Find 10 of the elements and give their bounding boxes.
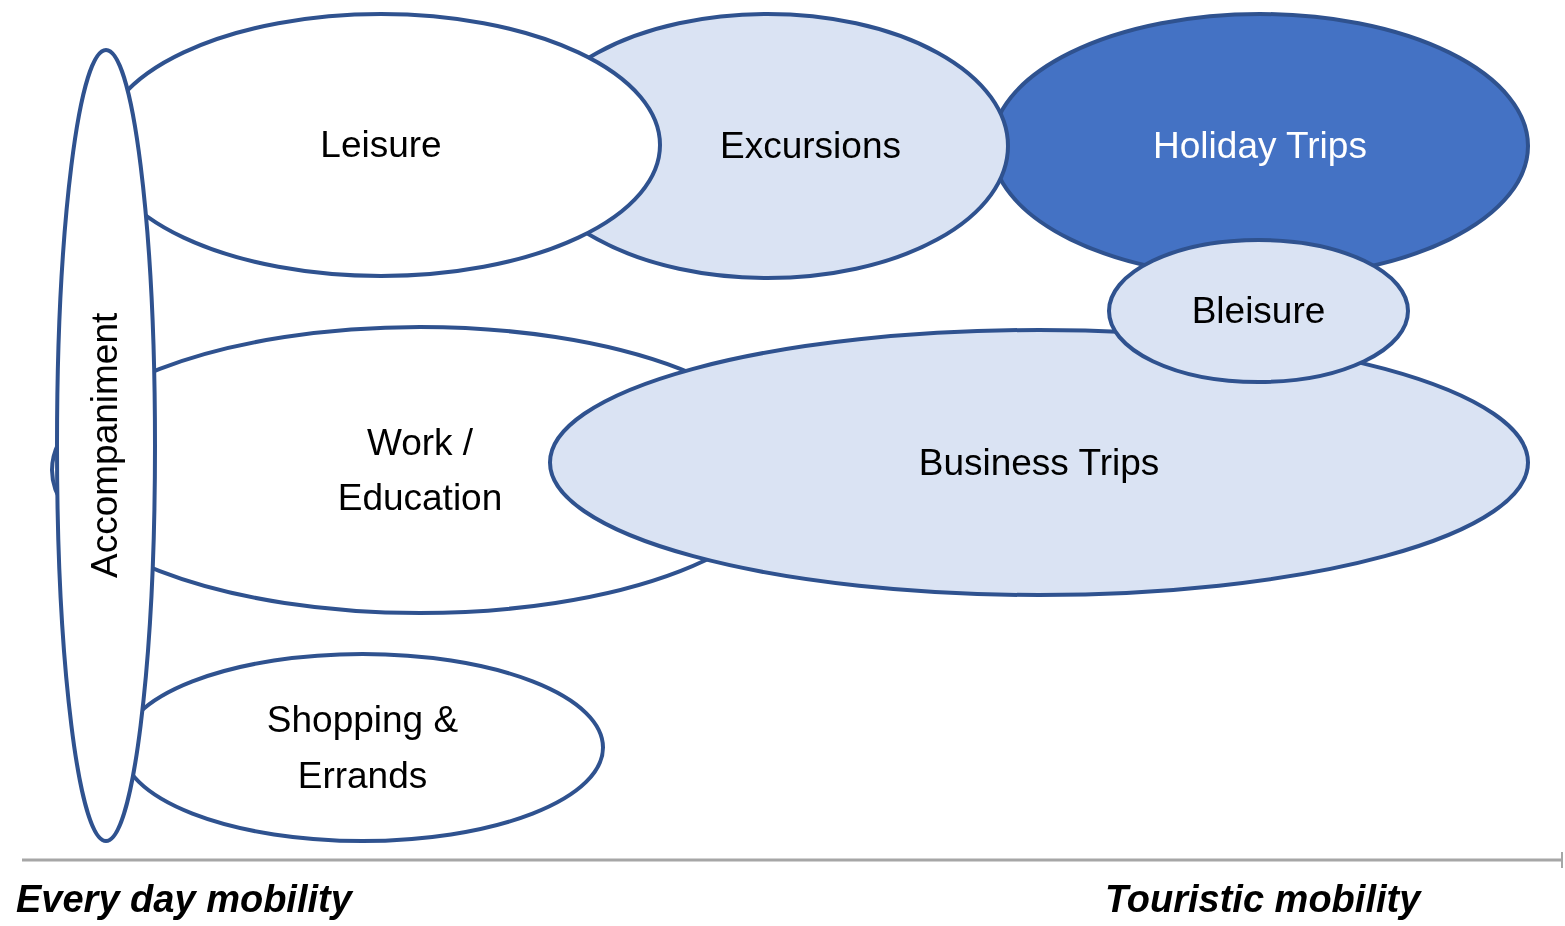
category-label: Bleisure — [1190, 289, 1327, 334]
category-label: Excursions — [719, 124, 902, 169]
category-label: Business Trips — [917, 440, 1161, 485]
category-label: Holiday Trips — [1152, 124, 1368, 169]
category-label: Work / Education — [336, 420, 504, 520]
category-label: Shopping & Errands — [265, 698, 460, 798]
axis-end-label: Every day mobility — [16, 878, 352, 921]
category-label: Leisure — [319, 123, 443, 168]
axis-end-label: Touristic mobility — [1105, 878, 1421, 921]
category-label: Accompaniment — [85, 312, 127, 579]
